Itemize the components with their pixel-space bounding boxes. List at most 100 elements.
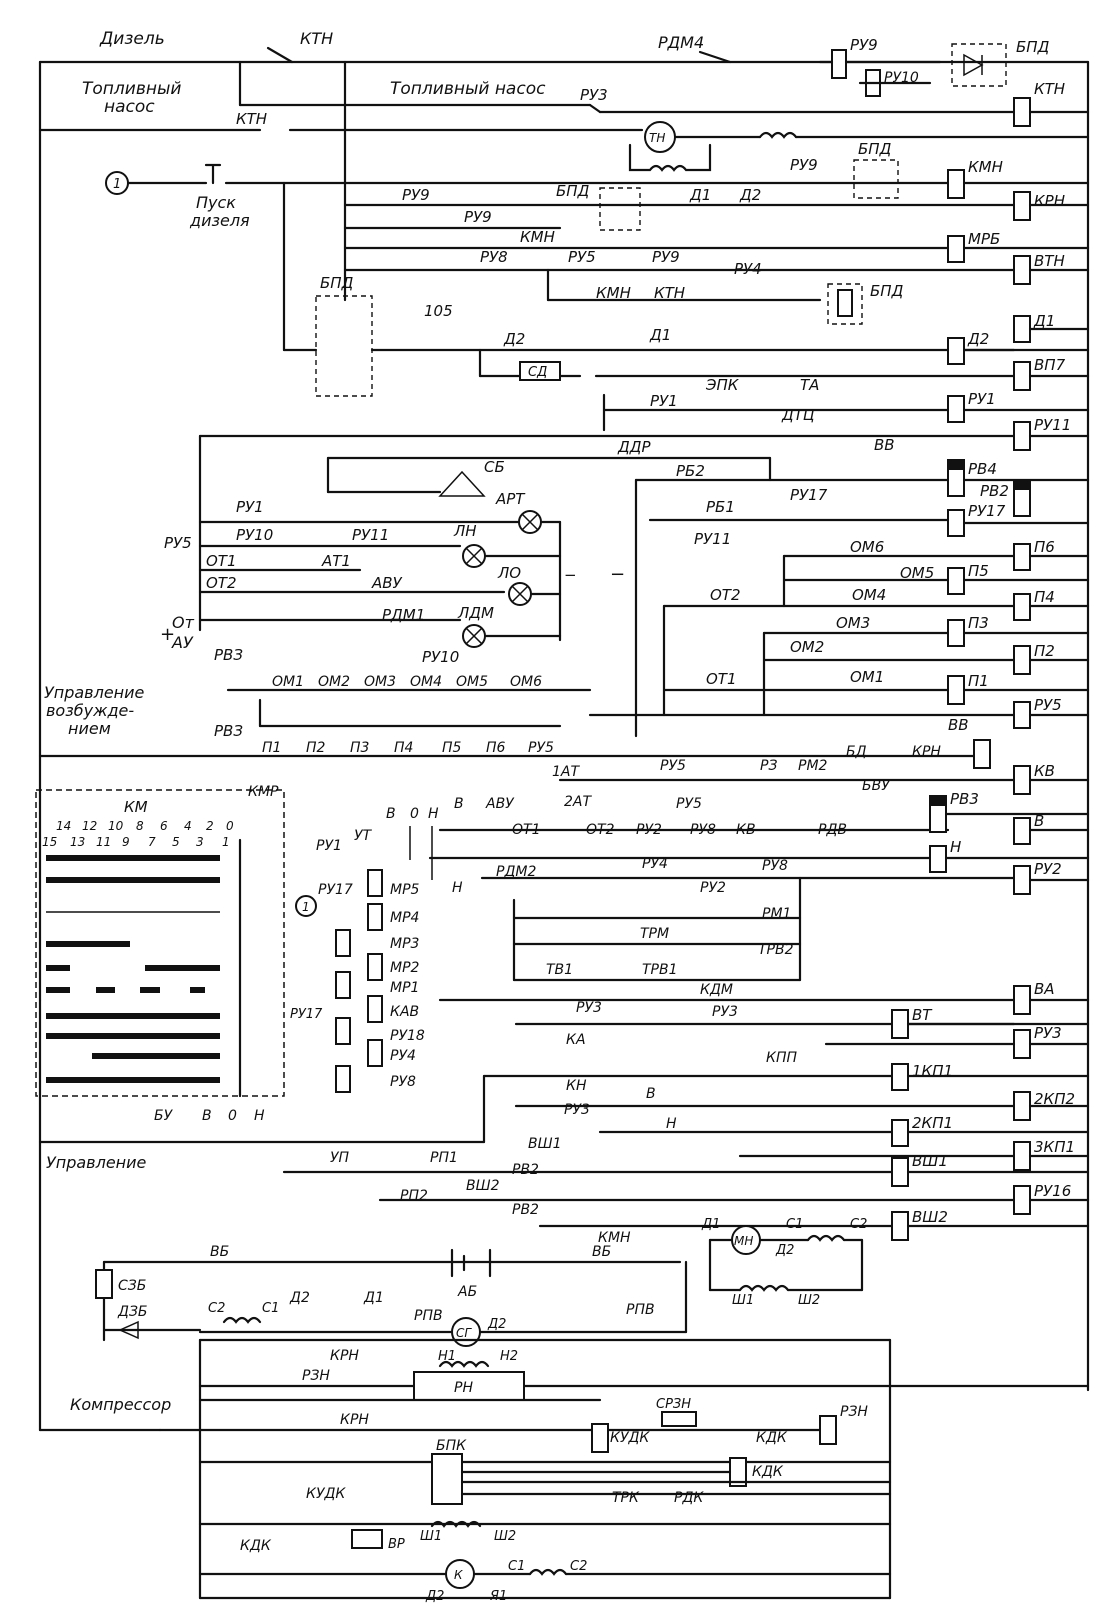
svg-text:БПД: БПД <box>320 274 354 292</box>
svg-text:РБ1: РБ1 <box>706 498 735 516</box>
svg-text:КДК: КДК <box>756 1430 788 1446</box>
svg-text:РУ5: РУ5 <box>676 796 702 812</box>
svg-text:П5: П5 <box>968 562 989 580</box>
p-chain: П1 П2 П3 П4 П5 П6 РУ5 1АТ <box>262 740 580 780</box>
km-coils: РУ1 УТ РУ17 МР5 МР4 МР3 МР2 МР1 РУ17 КАВ… <box>290 828 425 1093</box>
svg-text:Н: Н <box>428 806 439 822</box>
svg-text:ОМ4: ОМ4 <box>852 586 886 604</box>
coil-3kp1 <box>1013 1141 1031 1171</box>
svg-text:От: От <box>172 613 195 632</box>
svg-text:Ш1: Ш1 <box>732 1293 754 1308</box>
svg-text:8: 8 <box>136 819 144 833</box>
svg-text:Д2: Д2 <box>487 1317 506 1332</box>
svg-text:КВ: КВ <box>736 822 756 838</box>
coil-ru2 <box>1013 865 1031 895</box>
svg-text:МР3: МР3 <box>390 936 419 952</box>
svg-text:ВШ1: ВШ1 <box>912 1152 948 1170</box>
coil-ru3 <box>1013 1029 1031 1059</box>
svg-text:КУДК: КУДК <box>610 1430 650 1446</box>
svg-text:Ш1: Ш1 <box>420 1529 442 1544</box>
svg-text:КДК: КДК <box>240 1538 272 1554</box>
svg-text:РУ1: РУ1 <box>968 390 996 408</box>
coil-p4 <box>1013 593 1031 621</box>
svg-text:РБ2: РБ2 <box>676 462 705 480</box>
svg-text:СГ: СГ <box>456 1326 472 1340</box>
svg-text:КВ: КВ <box>1034 762 1055 780</box>
svg-text:ОМ6: ОМ6 <box>510 674 542 690</box>
svg-text:Управление: Управление <box>44 683 145 702</box>
controller-km <box>35 789 285 1097</box>
svg-text:РУ5: РУ5 <box>660 758 686 774</box>
label-diesel: Дизель <box>99 29 165 49</box>
coil-ru11 <box>1013 421 1031 451</box>
block-bpk <box>431 1453 463 1505</box>
coil-d1 <box>1013 315 1031 343</box>
svg-text:КТН: КТН <box>236 110 267 128</box>
v-row-contacts: В АВУ ОТ1 2АТ ОТ2 РУ2 РУ5 РУ8 КВ РДВ <box>454 794 847 838</box>
svg-text:КМН: КМН <box>598 1230 631 1246</box>
svg-text:РУ4: РУ4 <box>390 1048 416 1064</box>
svg-text:РУ3: РУ3 <box>1034 1024 1062 1042</box>
coil-vtn <box>1013 255 1031 285</box>
svg-text:4: 4 <box>184 819 192 833</box>
km-position-labels: 14 12 10 8 6 4 2 0 15 13 11 9 7 5 3 1 <box>42 819 234 849</box>
svg-text:ОТ1: ОТ1 <box>512 822 540 838</box>
bpd-box <box>951 43 1007 87</box>
svg-text:КАВ: КАВ <box>390 1004 419 1020</box>
svg-text:Н: Н <box>950 838 961 856</box>
svg-text:+: + <box>160 624 175 645</box>
svg-text:С1: С1 <box>262 1301 279 1316</box>
svg-text:РУ9: РУ9 <box>652 248 680 266</box>
svg-text:ВШ1: ВШ1 <box>528 1136 561 1152</box>
svg-text:РУ1: РУ1 <box>650 392 678 410</box>
svg-text:Д1: Д1 <box>1033 312 1055 330</box>
svg-text:П1: П1 <box>262 740 281 756</box>
coil-vsh2 <box>891 1211 909 1241</box>
svg-text:Д2: Д2 <box>739 186 761 204</box>
svg-text:2КП2: 2КП2 <box>1034 1090 1075 1108</box>
coil-kv <box>1013 765 1031 795</box>
svg-text:МН: МН <box>734 1234 753 1248</box>
svg-text:РЗ: РЗ <box>760 758 777 774</box>
svg-text:РВ2: РВ2 <box>512 1202 539 1218</box>
svg-text:РУ5: РУ5 <box>1034 696 1062 714</box>
svg-text:КН: КН <box>566 1078 587 1094</box>
svg-text:ОТ1: ОТ1 <box>206 552 237 570</box>
svg-text:РУ1: РУ1 <box>316 838 342 854</box>
coil-p1 <box>947 675 965 705</box>
coil-kudk <box>591 1423 609 1453</box>
svg-text:В: В <box>646 1086 656 1102</box>
svg-text:УП: УП <box>330 1150 350 1166</box>
svg-text:С2: С2 <box>850 1217 867 1232</box>
svg-text:СРЗН: СРЗН <box>656 1397 691 1412</box>
svg-text:Ш2: Ш2 <box>798 1293 820 1308</box>
svg-text:РУ9: РУ9 <box>464 208 492 226</box>
svg-text:РВЗ: РВЗ <box>214 722 243 740</box>
svg-text:В: В <box>1034 812 1044 830</box>
svg-text:РУ16: РУ16 <box>1034 1182 1071 1200</box>
svg-text:Д2: Д2 <box>425 1589 444 1604</box>
svg-text:РУ2: РУ2 <box>1034 860 1062 878</box>
svg-text:БД: БД <box>846 744 867 760</box>
svg-text:П2: П2 <box>306 740 326 756</box>
svg-text:ВБ: ВБ <box>210 1244 229 1260</box>
svg-text:РУ17: РУ17 <box>968 502 1006 520</box>
coil-p2 <box>1013 645 1031 675</box>
svg-text:ТРВ1: ТРВ1 <box>642 962 678 978</box>
svg-text:ЛН: ЛН <box>453 522 477 540</box>
svg-text:МР5: МР5 <box>390 882 420 898</box>
svg-text:РУ4: РУ4 <box>642 856 668 872</box>
svg-text:5: 5 <box>172 835 180 849</box>
coil-krn <box>1013 191 1031 221</box>
svg-text:ОМ2: ОМ2 <box>318 674 350 690</box>
svg-text:ОМ5: ОМ5 <box>456 674 488 690</box>
svg-text:РМ1: РМ1 <box>762 906 791 922</box>
svg-text:С1: С1 <box>786 1217 803 1232</box>
svg-text:ОМ3: ОМ3 <box>836 614 870 632</box>
svg-text:РВЗ: РВЗ <box>214 646 243 664</box>
svg-text:РВ4: РВ4 <box>968 460 997 478</box>
svg-text:ОМ2: ОМ2 <box>790 638 824 656</box>
svg-text:ЛО: ЛО <box>497 564 521 582</box>
svg-text:П6: П6 <box>1034 538 1055 556</box>
svg-text:БПК: БПК <box>436 1438 467 1454</box>
